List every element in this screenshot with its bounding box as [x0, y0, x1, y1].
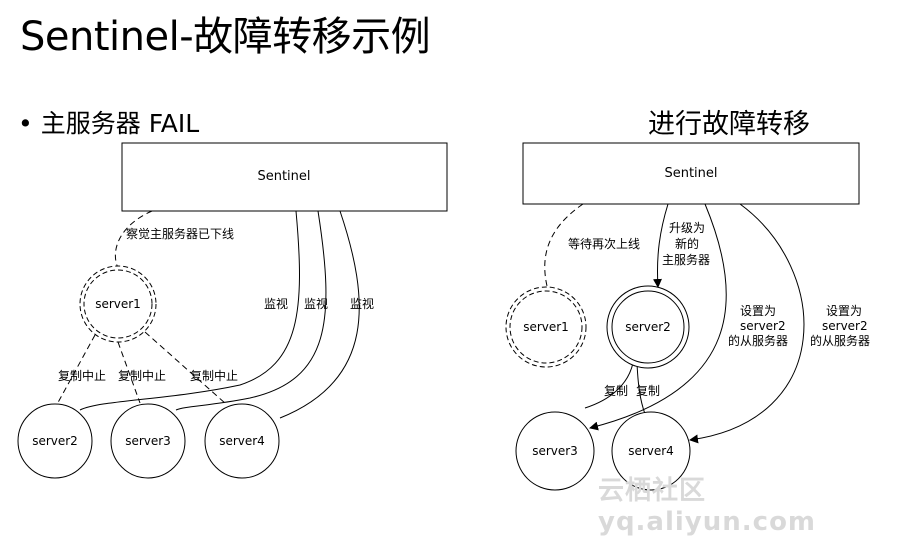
- left-monitor-label-2: 监视: [304, 296, 328, 311]
- left-server4-label: server4: [219, 434, 265, 448]
- right-wait-label: 等待再次上线: [568, 237, 640, 251]
- bullet-text: 主服务器 FAIL: [40, 109, 200, 138]
- right-replicate-label-2: 复制: [636, 384, 660, 398]
- watermark: 云栖社区 yq.aliyun.com: [598, 476, 817, 537]
- left-halt-label-3: 复制中止: [190, 368, 238, 383]
- left-server4-node: [204, 403, 280, 479]
- right-server1-label: server1: [523, 320, 569, 334]
- right-slave-label-1a: 设置为: [740, 304, 776, 318]
- right-upgrade-label-3: 主服务器: [662, 252, 710, 267]
- right-slave-label-2b: server2: [822, 319, 868, 333]
- right-diagram: Sentinel 等待再次上线 升级为 新的 主服务器 设置为 server2 …: [505, 142, 870, 491]
- left-server1-inner-ring: [83, 269, 153, 339]
- left-halt-line-3: [144, 331, 227, 405]
- left-server2-node: [17, 403, 93, 479]
- right-server4-label: server4: [628, 444, 674, 458]
- left-halt-label-2: 复制中止: [118, 368, 166, 383]
- bullet-dot: •: [18, 109, 33, 138]
- failover-diagram: Sentinel 察觉主服务器已下线 server1 监视 监视 监视 复制中止…: [17, 142, 870, 491]
- bullet-point: •主服务器 FAIL: [18, 104, 199, 140]
- right-server1-inner-ring: [509, 290, 583, 364]
- left-monitor-line-2: [175, 210, 327, 411]
- right-server3-node: [515, 411, 595, 491]
- right-replicate-label-1: 复制: [604, 384, 628, 398]
- left-server2-label: server2: [32, 434, 78, 448]
- right-server2-node: [606, 285, 690, 369]
- right-slave-label-2c: 的从服务器: [810, 333, 870, 348]
- left-monitor-line-1: [79, 210, 300, 411]
- right-slave-arrow-1: [589, 203, 727, 431]
- right-sentinel-label: Sentinel: [664, 166, 717, 181]
- right-upgrade-arrow: [653, 203, 669, 288]
- failover-heading: 进行故障转移: [648, 109, 810, 140]
- left-sentinel-label: Sentinel: [257, 169, 310, 184]
- right-sentinel-box: [522, 142, 860, 205]
- right-wait-line: [544, 203, 584, 291]
- left-diagram: Sentinel 察觉主服务器已下线 server1 监视 监视 监视 复制中止…: [17, 142, 448, 479]
- right-slave-label-1c: 的从服务器: [728, 333, 788, 348]
- left-server3-node: [110, 403, 186, 479]
- right-slave-arrow-2: [689, 203, 805, 444]
- page-title: Sentinel-故障转移示例: [20, 14, 431, 60]
- left-monitor-label-3: 监视: [350, 296, 374, 311]
- left-monitor-line-3: [279, 210, 360, 419]
- right-slave-label-2a: 设置为: [826, 304, 862, 318]
- left-detect-line: [114, 210, 153, 269]
- left-detect-label: 察觉主服务器已下线: [126, 226, 234, 241]
- left-sentinel-box: [121, 142, 448, 212]
- left-monitor-label-1: 监视: [264, 296, 288, 311]
- left-halt-label-1: 复制中止: [58, 368, 106, 383]
- right-upgrade-label-2: 新的: [675, 236, 699, 251]
- right-server4-node: [611, 411, 691, 491]
- right-upgrade-label-1: 升级为: [669, 221, 705, 235]
- left-server3-label: server3: [125, 434, 171, 448]
- left-server1-label: server1: [95, 297, 141, 311]
- right-replicate-line-1: [584, 362, 634, 409]
- left-halt-line-1: [54, 334, 96, 409]
- right-server2-inner-ring: [611, 290, 685, 364]
- right-server2-label: server2: [625, 320, 671, 334]
- left-halt-line-2: [117, 341, 141, 404]
- right-server1-node: [505, 286, 587, 368]
- right-replicate-line-2: [636, 362, 646, 415]
- right-server3-label: server3: [532, 444, 578, 458]
- right-slave-label-1b: server2: [740, 319, 786, 333]
